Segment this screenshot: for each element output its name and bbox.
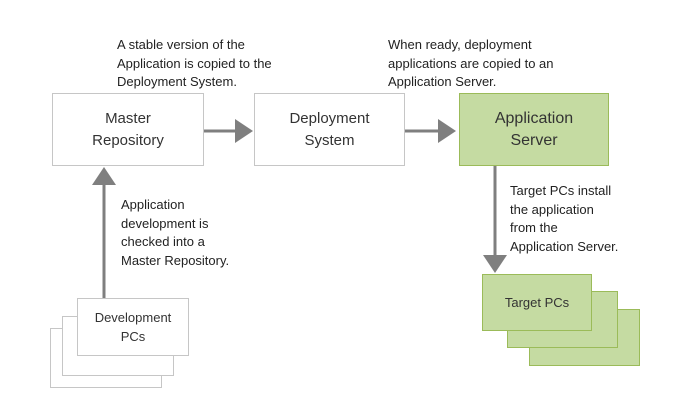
deployment-system-label: Deployment System bbox=[289, 109, 370, 149]
target-pcs-box: Target PCs bbox=[482, 274, 592, 331]
note-targets-install: Target PCs install the application from … bbox=[510, 183, 619, 254]
deployment-system-box: Deployment System bbox=[254, 93, 405, 166]
note-checked-in: Application development is checked into … bbox=[121, 197, 230, 268]
development-pcs-label: Development PCs bbox=[94, 310, 172, 344]
master-repository-box: Master Repository bbox=[52, 93, 204, 166]
note-copy-to-deployment: A stable version of the Application is c… bbox=[117, 37, 272, 89]
development-pcs-box: Development PCs bbox=[77, 298, 189, 356]
note-copy-to-server: When ready, deployment applications are … bbox=[388, 37, 554, 89]
target-pcs-label: Target PCs bbox=[504, 294, 570, 310]
application-server-box: Application Server bbox=[459, 93, 609, 166]
master-repository-label: Master Repository bbox=[92, 109, 164, 149]
application-server-label: Application Server bbox=[494, 109, 574, 149]
